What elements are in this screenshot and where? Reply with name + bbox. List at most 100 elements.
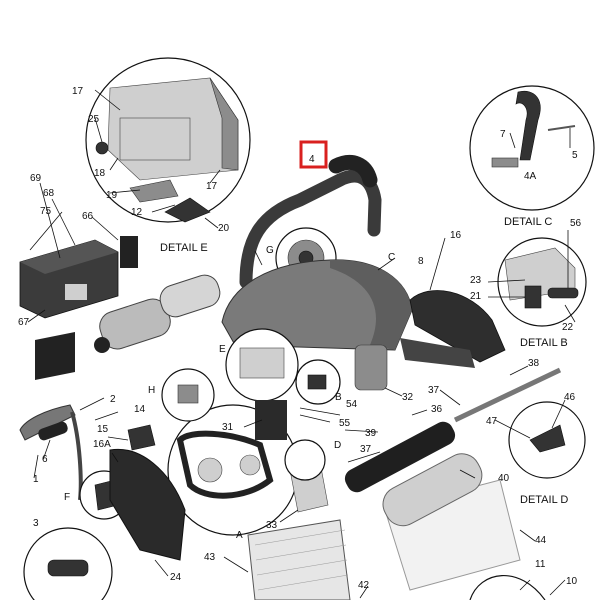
callout-36: 36 [431,404,443,415]
callout-42: 42 [358,580,370,591]
callout-1: 1 [33,474,39,485]
detail-b-clip [524,285,542,309]
detail-c-screw [547,125,576,131]
handle-assembly [239,140,382,289]
drive-belt [176,430,274,499]
callout-31: 31 [222,422,234,433]
callout-47: 47 [486,416,498,427]
callout-17a: 17 [72,86,84,97]
detail-e-panel [119,117,191,161]
callout-18: 18 [94,168,106,179]
callout-32: 32 [402,392,414,403]
callout-23: 23 [470,275,482,286]
callout-68: 68 [43,188,55,199]
callout-40: 40 [498,473,510,484]
detail-d-group [508,399,586,479]
detail-b-group [487,230,587,327]
callout-g: G [266,245,274,256]
detail-c-group [469,85,595,211]
detail-c-caption: DETAIL C [504,216,552,228]
bracket-14 [127,424,156,451]
grip-6 [38,421,68,441]
motor-32 [354,344,388,391]
callout-b: B [335,392,342,403]
callout-14: 14 [134,404,146,415]
callout-f: F [64,492,70,503]
callout-h: H [148,385,155,396]
callout-66: 66 [82,211,94,222]
cable-box [35,332,75,380]
callout-a: A [236,530,243,541]
callout-6: 6 [42,454,48,465]
callout-15: 15 [97,424,109,435]
callout-22: 22 [562,322,574,333]
filter-basket-43 [247,519,351,600]
detail-e-bracket [129,179,179,203]
detail-d-part [529,424,566,453]
gearbox-31 [255,400,287,440]
callout-37b: 37 [360,444,372,455]
roller-36 [344,421,456,493]
detail-b-roller [547,287,579,299]
side-belt [400,338,475,368]
callout-44: 44 [535,535,547,546]
callout-7: 7 [500,129,506,140]
callout-25: 25 [88,114,100,125]
detail-e-caption: DETAIL E [160,242,208,254]
callout-5: 5 [572,150,578,161]
callout-19: 19 [106,190,118,201]
callout-17b: 17 [206,181,218,192]
callout-11: 11 [535,559,546,570]
callout-e: E [219,344,226,355]
callout-c: C [388,252,395,263]
callout-37a: 37 [428,385,440,396]
detail-c-pin [491,157,519,168]
callout-3: 3 [33,518,39,529]
detail-b-cover [504,247,576,301]
callout-16a: 16A [93,439,111,450]
callout-21: 21 [470,291,482,302]
shaft-38 [453,367,562,423]
callout-46: 46 [564,392,576,403]
roller-right [159,274,221,318]
callout-d: D [334,440,341,451]
callout-54: 54 [346,399,358,410]
power-supply-display [65,284,87,300]
callout-4a: 4A [524,171,537,182]
detail-e-housing-side [209,77,239,171]
callout-55: 55 [339,418,351,429]
callout-56: 56 [570,218,582,229]
tube-2 [70,411,83,501]
remote-66 [120,236,138,268]
callout-39: 39 [365,428,377,439]
callout-16: 16 [450,230,462,241]
detail-c-handle-end [515,90,541,161]
callout-67: 67 [18,317,30,328]
detail-e-latch [164,197,211,223]
callout-2: 2 [110,394,116,405]
callout-10: 10 [566,576,578,587]
callout-4: 4 [309,154,315,165]
detail-e-knob [95,141,109,155]
handle-grip [328,155,378,188]
detail-e-group [85,57,251,229]
detail-d-caption: DETAIL D [520,494,568,506]
detail-d-ref-circle [284,439,326,481]
callout-43: 43 [204,552,216,563]
roller-40 [382,453,483,527]
side-panel-16a [109,448,186,561]
side-panel [409,290,506,363]
callout-69: 69 [30,173,42,184]
callout-33: 33 [266,520,278,531]
body-shell-side [330,259,412,350]
callout-8: 8 [418,256,424,267]
leader-lines [27,182,566,599]
highlight-box [299,140,328,169]
callout-38: 38 [528,358,540,369]
power-supply [19,236,138,380]
detail-b-caption: DETAIL B [520,337,568,349]
callout-12: 12 [131,207,143,218]
callout-24: 24 [170,572,182,583]
callout-labels: 17 25 18 19 12 17 20 DETAIL E 69 68 75 6… [18,86,582,591]
